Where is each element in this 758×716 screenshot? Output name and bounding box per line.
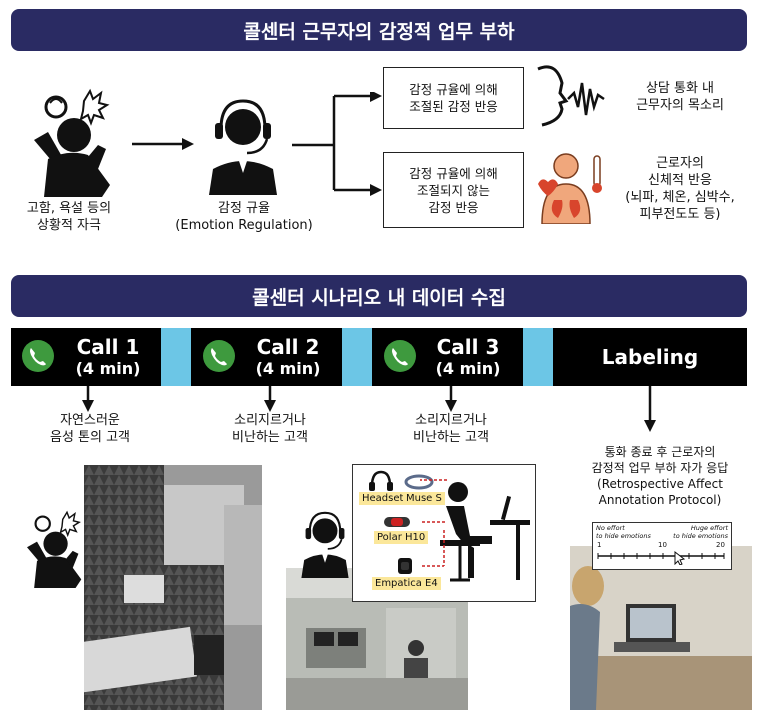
operator-icon	[301, 511, 349, 578]
body-response-label: 근로자의 신체적 반응 (뇌파, 체온, 심박수, 피부전도도 등)	[606, 155, 754, 223]
section2-banner: 콜센터 시나리오 내 데이터 수집	[11, 275, 747, 317]
arrow-down-labeling	[644, 386, 656, 432]
regulation-label: 감정 규율 (Emotion Regulation)	[164, 200, 324, 234]
stimulus-label: 고함, 욕설 등의 상황적 자극	[10, 200, 128, 234]
section1-banner: 콜센터 근무자의 감정적 업무 부하	[11, 9, 747, 51]
arrow-down-call1	[82, 386, 94, 412]
phone-icon	[384, 340, 416, 372]
scale-right-note: Huge effort to hide emotions	[673, 524, 728, 540]
branch-arrows	[292, 92, 382, 196]
call1-label: Call 1 (4 min)	[58, 336, 158, 380]
call2-title: Call 2	[256, 335, 320, 359]
regulated-line2: 조절된 감정 반응	[409, 99, 498, 114]
arrow-down-call3	[445, 386, 457, 412]
stimulus-line2: 상황적 자극	[37, 218, 101, 233]
customer2-desc: 소리지르거나 비난하는 고객	[200, 412, 340, 446]
call3-label: Call 3 (4 min)	[418, 336, 518, 380]
arrow-down-call2	[264, 386, 276, 412]
voice-label: 상담 통화 내 근무자의 목소리	[612, 80, 748, 114]
seated-worker-icon	[420, 479, 530, 582]
empatica-watch-icon	[398, 558, 412, 574]
angry-customer-icon	[27, 510, 82, 588]
timeline-separator-3	[523, 328, 553, 386]
headset-device-label: Headset	[359, 492, 407, 505]
mouse-cursor-icon	[674, 551, 686, 565]
muse-device-label: Muse S	[403, 492, 445, 505]
body-line1: 근로자의	[656, 156, 704, 171]
arrow-to-regulation	[132, 138, 194, 150]
regulation-line1: 감정 규율	[218, 201, 270, 216]
labeling-line1: 통화 종료 후 근로자의	[604, 445, 716, 459]
booth-photo	[84, 465, 262, 710]
headset-device-icon	[369, 470, 393, 491]
customer1-line2: 음성 톤의 고객	[49, 430, 131, 445]
timeline-separator-1	[161, 328, 191, 386]
customer3-desc: 소리지르거나 비난하는 고객	[381, 412, 521, 446]
unregulated-line1: 감정 규율에 의해	[409, 165, 498, 181]
labeling-photo	[570, 546, 752, 710]
body-line4: 피부전도도 등)	[639, 207, 721, 222]
angry-person-icon	[34, 88, 110, 197]
customer3-line2: 비난하는 고객	[413, 430, 489, 445]
section2-title: 콜센터 시나리오 내 데이터 수집	[252, 286, 506, 309]
body-response-icon	[538, 153, 602, 224]
customer2-line2: 비난하는 고객	[232, 430, 308, 445]
labeling-title: Labeling	[601, 345, 699, 369]
voice-line1: 상담 통화 내	[645, 81, 715, 96]
scale-tick-20: 20	[716, 541, 725, 549]
call3-title: Call 3	[436, 335, 500, 359]
phone-icon	[203, 340, 235, 372]
call2-label: Call 2 (4 min)	[238, 336, 338, 380]
muse-headband-icon	[404, 474, 434, 490]
customer1-desc: 자연스러운 음성 톤의 고객	[20, 412, 160, 446]
unregulated-line2: 조절되지 않는	[417, 182, 490, 198]
regulated-line1: 감정 규율에 의해	[409, 82, 498, 97]
polar-strap-icon	[384, 517, 410, 527]
call1-title: Call 1	[76, 335, 140, 359]
empatica-device-label: Empatica E4	[372, 577, 441, 590]
voice-profile-icon	[537, 65, 605, 127]
call3-duration: (4 min)	[435, 359, 501, 378]
timeline-separator-2	[342, 328, 372, 386]
customer3-line1: 소리지르거나	[415, 413, 487, 428]
body-line3: (뇌파, 체온, 심박수,	[625, 190, 735, 205]
phone-icon	[22, 340, 54, 372]
voice-line2: 근무자의 목소리	[636, 98, 724, 113]
call-timeline-bar	[11, 328, 747, 386]
stimulus-line1: 고함, 욕설 등의	[26, 201, 112, 216]
regulation-line2: (Emotion Regulation)	[175, 218, 313, 233]
scale-tick-10: 10	[658, 541, 667, 549]
labeling-desc: 통화 종료 후 근로자의 감정적 업무 부하 자가 응답 (Retrospect…	[570, 444, 750, 508]
effort-scale-slider[interactable]	[596, 550, 726, 564]
labeling-line2: 감정적 업무 부하 자가 응답	[591, 461, 729, 475]
labeling-line3: (Retrospective Affect	[597, 477, 723, 491]
call1-duration: (4 min)	[75, 359, 141, 378]
customer1-line1: 자연스러운	[60, 413, 120, 428]
scale-left-note: No effort to hide emotions	[596, 524, 651, 540]
unregulated-response-box: 감정 규율에 의해 조절되지 않는 감정 반응	[383, 152, 524, 228]
scale-tick-1: 1	[597, 541, 602, 549]
call2-duration: (4 min)	[255, 359, 321, 378]
unregulated-line3: 감정 반응	[428, 199, 479, 215]
labeling-line4: Annotation Protocol)	[598, 493, 722, 507]
effort-scale-panel	[592, 522, 732, 570]
headset-operator-icon	[209, 99, 277, 195]
regulated-response-box: 감정 규율에 의해 조절된 감정 반응	[383, 67, 524, 129]
customer2-line1: 소리지르거나	[234, 413, 306, 428]
polar-device-label: Polar H10	[374, 531, 429, 544]
body-line2: 신체적 반응	[648, 173, 712, 188]
section1-title: 콜센터 근무자의 감정적 업무 부하	[243, 20, 515, 43]
